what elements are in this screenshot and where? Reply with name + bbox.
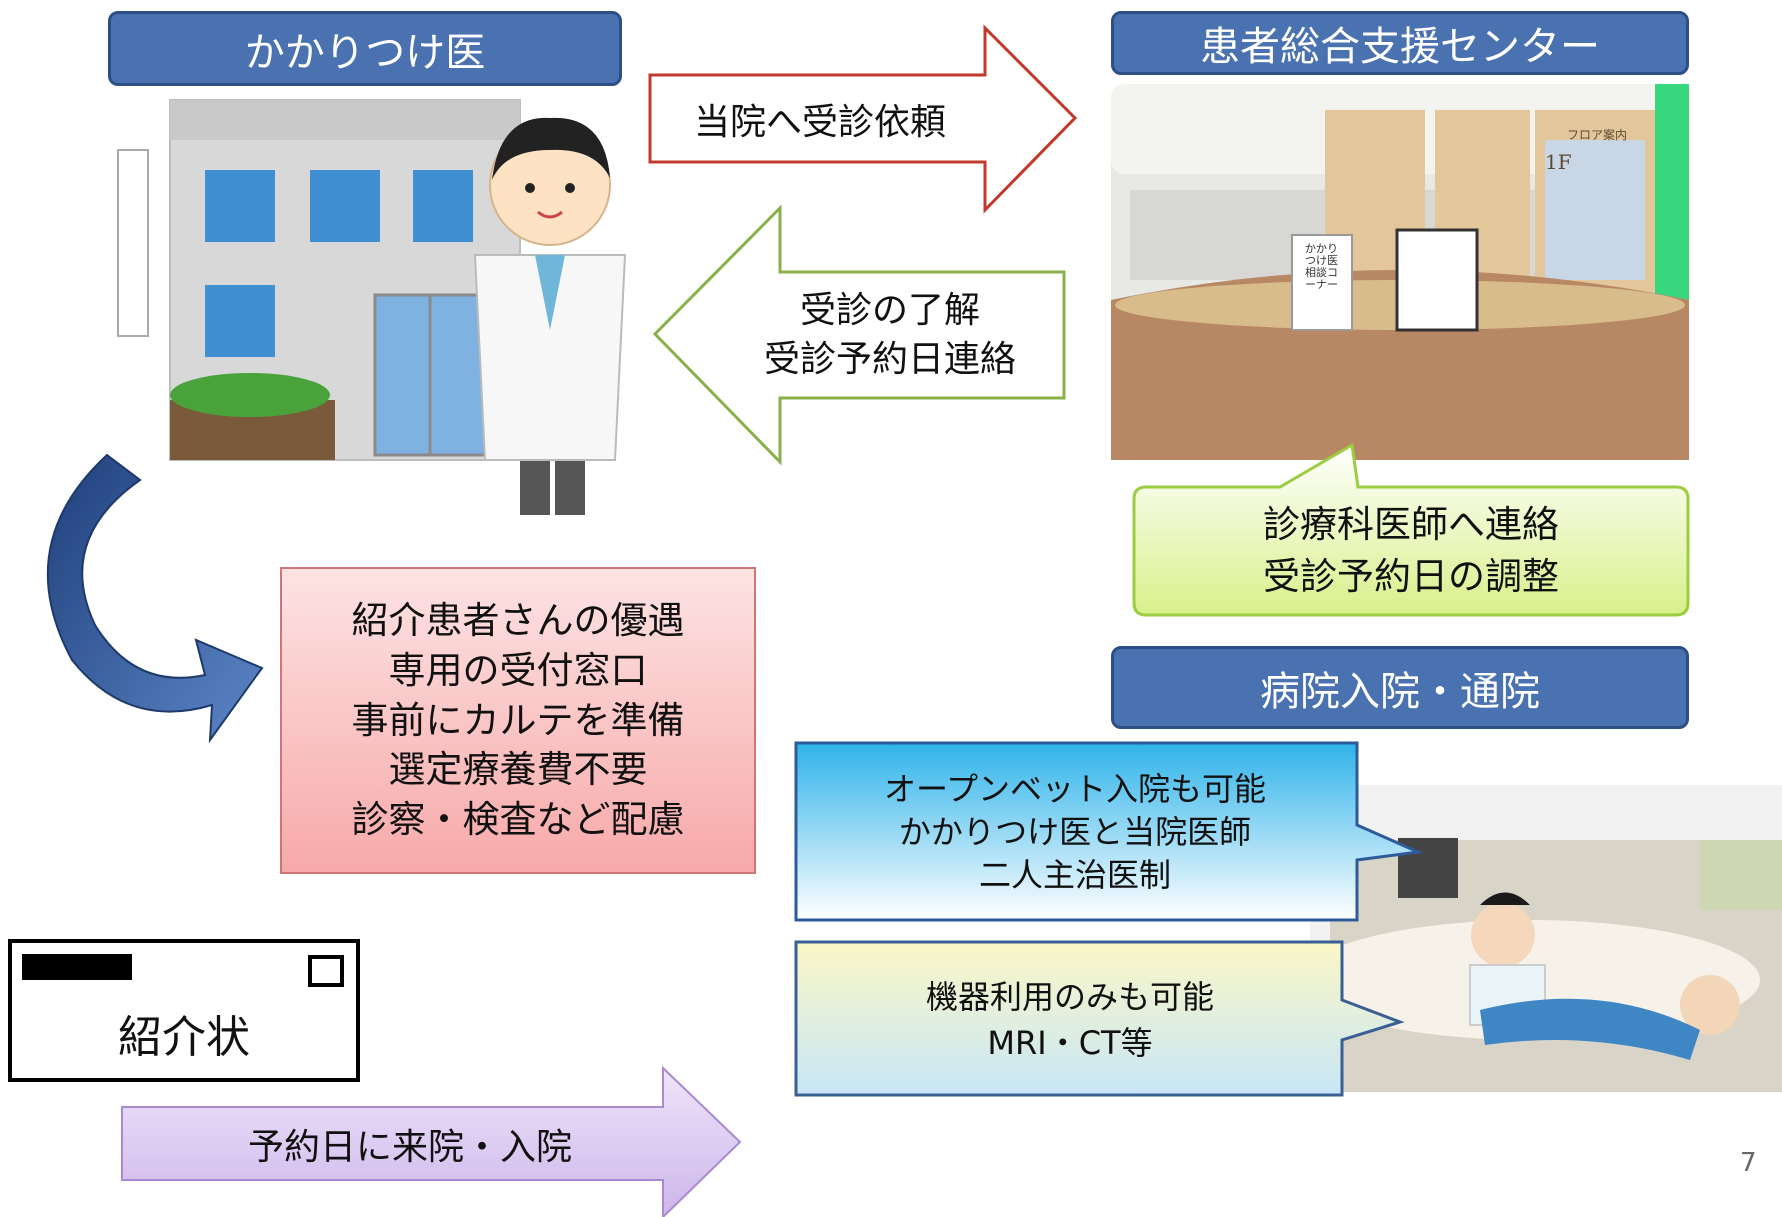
request-arrow-label: 当院へ受診依頼 [693,102,946,143]
page-number: 7 [1740,1148,1757,1178]
center-header-label: 患者総合支援センター [1200,24,1600,70]
visit-arrow [121,1065,742,1217]
support-center-photo [1111,84,1689,460]
equipment-text: 機器利用のみも可能 MRI・CT等 [800,960,1340,1080]
referral-letter-envelope [8,939,360,1082]
benefit-item: 専用の受付窓口 [388,648,648,692]
referral-letter-label: 紹介状 [118,1011,250,1063]
photo-consult-sign: かかりつけ医 相談コーナー [1305,242,1339,292]
equipment-line-2: MRI・CT等 [987,1024,1153,1062]
open-bed-line-1: オープンベット入院も可能 [883,769,1267,808]
open-bed-callout [794,741,1424,922]
benefit-item: 紹介患者さんの優遇 [351,598,685,642]
photo-floor-guide-sign: フロア案内 [1567,126,1627,143]
reply-arrow [652,204,1066,466]
reply-arrow-text: 受診の了解 受診予約日連絡 [720,278,1060,393]
reply-line-2: 受診予約日連絡 [763,338,1016,380]
open-bed-line-2: かかりつけ医と当院医師 [898,812,1252,851]
consult-sign-text: かかりつけ医 相談コーナー [1305,242,1338,292]
center-note-callout [1132,442,1690,617]
photo-floor-number: 1F [1545,150,1572,174]
equipment-line-1: 機器利用のみも可能 [925,977,1214,1016]
center-note-text: 診療科医師へ連絡 受診予約日の調整 [1140,492,1682,610]
reply-line-1: 受診の了解 [799,289,980,331]
center-note-line-2: 受診予約日の調整 [1263,555,1559,598]
center-note-line-1: 診療科医師へ連絡 [1263,503,1559,547]
floor-guide-text: フロア案内 [1567,128,1628,142]
clinic-header: かかりつけ医 [108,11,622,86]
request-arrow-text: 当院へ受診依頼 [660,86,980,152]
open-bed-text: オープンベット入院も可能 かかりつけ医と当院医師 二人主治医制 [800,755,1350,910]
benefits-box: 紹介患者さんの優遇 専用の受付窓口 事前にカルテを準備 選定療養費不要 診察・検… [281,568,755,873]
doctor-illustration [473,117,627,515]
visit-arrow-text: 予約日に来院・入院 [130,1113,690,1175]
page-number-text: 7 [1740,1148,1757,1178]
bedside-photo [1300,785,1782,1092]
visit-arrow-label: 予約日に来院・入院 [247,1127,572,1168]
benefit-item: 診察・検査など配慮 [351,798,685,842]
curved-flow-arrow [46,453,264,744]
center-header: 患者総合支援センター [1111,11,1689,75]
equipment-callout [794,940,1405,1097]
benefits-box-bg [280,567,756,874]
clinic-building-illustration [117,99,521,461]
benefit-item: 事前にカルテを準備 [351,698,685,742]
floor-number-text: 1F [1545,150,1572,174]
open-bed-line-3: 二人主治医制 [978,856,1171,895]
request-arrow [648,24,1078,214]
benefit-item: 選定療養費不要 [388,748,648,792]
hospital-header-label: 病院入院・通院 [1260,668,1540,715]
hospital-header: 病院入院・通院 [1111,646,1689,729]
referral-letter-label-box: 紹介状 [14,990,354,1075]
clinic-header-label: かかりつけ医 [244,29,486,76]
